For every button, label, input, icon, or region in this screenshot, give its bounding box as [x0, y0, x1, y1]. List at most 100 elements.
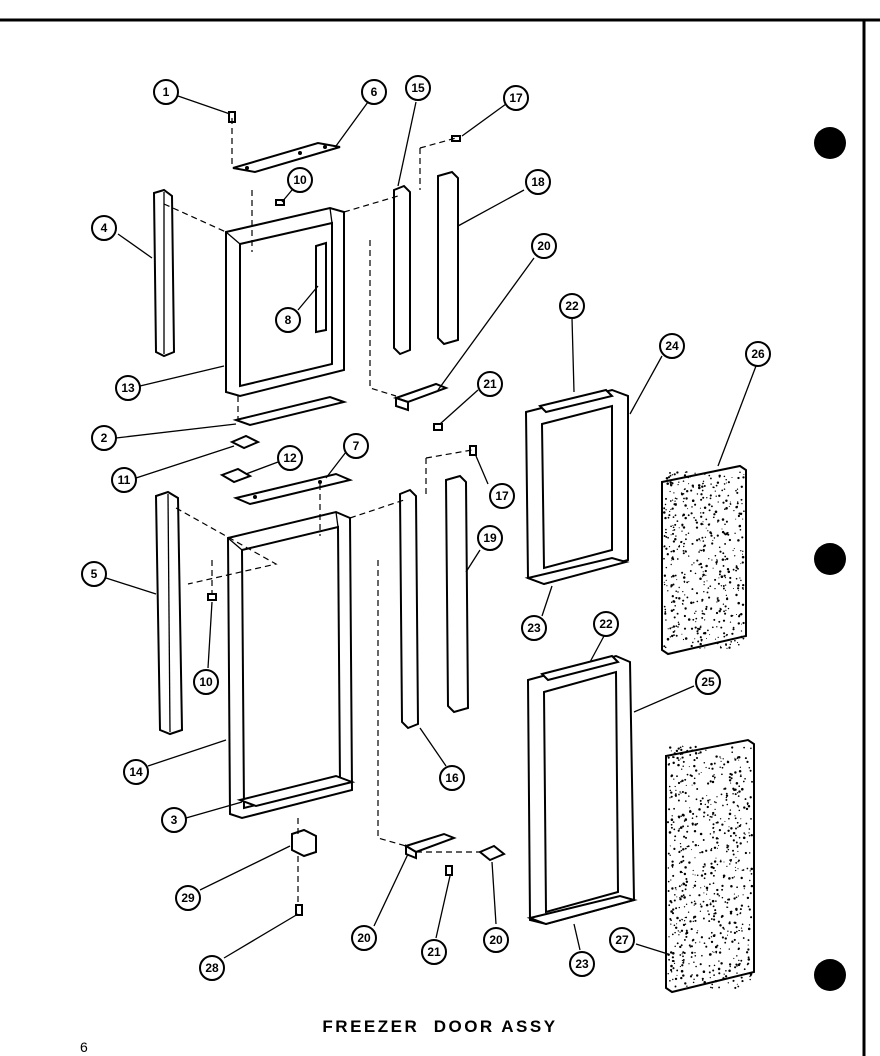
- callout-3: 3: [161, 807, 187, 833]
- binder-hole-top: [814, 127, 846, 159]
- callout-18: 18: [525, 169, 551, 195]
- assembly-line-upper-2: [163, 203, 227, 233]
- svg-text:28: 28: [205, 961, 219, 975]
- svg-text:21: 21: [427, 945, 441, 959]
- svg-text:12: 12: [283, 451, 297, 465]
- part-channel-18: [437, 170, 459, 346]
- callout-26: 26: [745, 341, 771, 367]
- part-pad-11: [229, 434, 261, 450]
- part-screw-21-lower: [445, 865, 453, 876]
- svg-text:18: 18: [531, 175, 545, 189]
- callout-20-upper: 20: [531, 233, 557, 259]
- callout-15: 15: [405, 75, 431, 101]
- callout-24: 24: [659, 333, 685, 359]
- svg-text:11: 11: [118, 473, 131, 487]
- part-hinge-bracket-20-lower: [403, 832, 457, 860]
- callout-23-upper: 23: [521, 615, 547, 641]
- svg-text:29: 29: [181, 891, 195, 905]
- part-pad-12: [219, 467, 253, 484]
- part-gasket-strip-23-lower: [526, 894, 638, 926]
- callout-12: 12: [277, 445, 303, 471]
- part-gasket-strip-22-upper: [538, 388, 614, 414]
- assembly-line-lower-5: [377, 560, 407, 847]
- svg-text:17: 17: [495, 489, 509, 503]
- callout-4: 4: [91, 215, 117, 241]
- part-gasket-25: [526, 654, 636, 926]
- callout-21-upper: 21: [477, 371, 503, 397]
- svg-text:4: 4: [101, 221, 108, 235]
- callout-7: 7: [343, 433, 369, 459]
- svg-text:24: 24: [665, 339, 679, 353]
- assembly-line-upper-5: [369, 240, 397, 397]
- svg-text:10: 10: [293, 173, 307, 187]
- part-gasket-strip-22-lower: [540, 654, 620, 682]
- callout-14: 14: [123, 759, 149, 785]
- part-channel-19: [444, 474, 470, 714]
- part-gasket-strip-23-upper: [524, 556, 630, 586]
- svg-text:3: 3: [171, 813, 178, 827]
- callout-22-upper: 22: [559, 293, 585, 319]
- callout-29: 29: [175, 885, 201, 911]
- svg-text:20: 20: [489, 933, 503, 947]
- part-screw-10-upper: [275, 199, 285, 206]
- part-screw-28: [295, 904, 303, 916]
- svg-text:20: 20: [357, 931, 371, 945]
- page-number: 6: [80, 1039, 88, 1055]
- part-door-frame-13: [225, 206, 345, 398]
- svg-text:8: 8: [285, 313, 292, 327]
- part-side-channel-4: [152, 188, 176, 358]
- svg-text:6: 6: [371, 85, 378, 99]
- callout-20-lower: 20: [351, 925, 377, 951]
- svg-text:16: 16: [445, 771, 459, 785]
- svg-text:15: 15: [411, 81, 425, 95]
- part-bottom-bracket-2: [232, 395, 348, 427]
- foam-27-speckle: [666, 745, 754, 989]
- callout-28: 28: [199, 955, 225, 981]
- foam-26-speckle: [663, 471, 745, 649]
- part-screw-21-upper: [433, 423, 443, 431]
- callout-2: 2: [91, 425, 117, 451]
- binder-hole-bottom: [814, 959, 846, 991]
- svg-text:22: 22: [565, 299, 579, 313]
- part-bottom-bracket-3: [236, 774, 356, 808]
- svg-text:20: 20: [537, 239, 551, 253]
- callout-23-lower: 23: [569, 951, 595, 977]
- svg-text:13: 13: [121, 381, 135, 395]
- callout-22-lower: 22: [593, 611, 619, 637]
- svg-text:14: 14: [129, 765, 143, 779]
- callout-1: 1: [153, 79, 179, 105]
- svg-text:23: 23: [527, 621, 541, 635]
- callout-16: 16: [439, 765, 465, 791]
- callout-13: 13: [115, 375, 141, 401]
- svg-text:10: 10: [199, 675, 213, 689]
- svg-text:21: 21: [483, 377, 497, 391]
- svg-text:2: 2: [101, 431, 108, 445]
- callout-27: 27: [609, 927, 635, 953]
- callout-20-clip: 20: [483, 927, 509, 953]
- svg-text:1: 1: [163, 85, 170, 99]
- part-clip-20: [478, 844, 506, 862]
- diagram-title: FREEZER DOOR ASSY: [322, 1017, 557, 1036]
- svg-text:22: 22: [599, 617, 613, 631]
- svg-text:17: 17: [509, 91, 523, 105]
- svg-text:7: 7: [353, 439, 360, 453]
- callout-10-upper: 10: [287, 167, 313, 193]
- callout-17-upper: 17: [503, 85, 529, 111]
- part-screw-10-lower: [207, 593, 217, 601]
- assembly-line-lower-1: [175, 507, 278, 585]
- assembly-line-lower-4: [349, 499, 405, 519]
- part-door-frame-14: [226, 510, 354, 820]
- svg-text:19: 19: [483, 531, 497, 545]
- callout-21-lower: 21: [421, 939, 447, 965]
- callout-6: 6: [361, 79, 387, 105]
- part-block-29: [291, 828, 317, 858]
- part-top-bracket-6: [232, 141, 341, 174]
- callout-8: 8: [275, 307, 301, 333]
- callout-19: 19: [477, 525, 503, 551]
- svg-text:25: 25: [701, 675, 715, 689]
- callout-17-lower: 17: [489, 483, 515, 509]
- svg-text:5: 5: [91, 567, 98, 581]
- callout-11: 11: [111, 467, 137, 493]
- part-channel-15: [393, 184, 411, 356]
